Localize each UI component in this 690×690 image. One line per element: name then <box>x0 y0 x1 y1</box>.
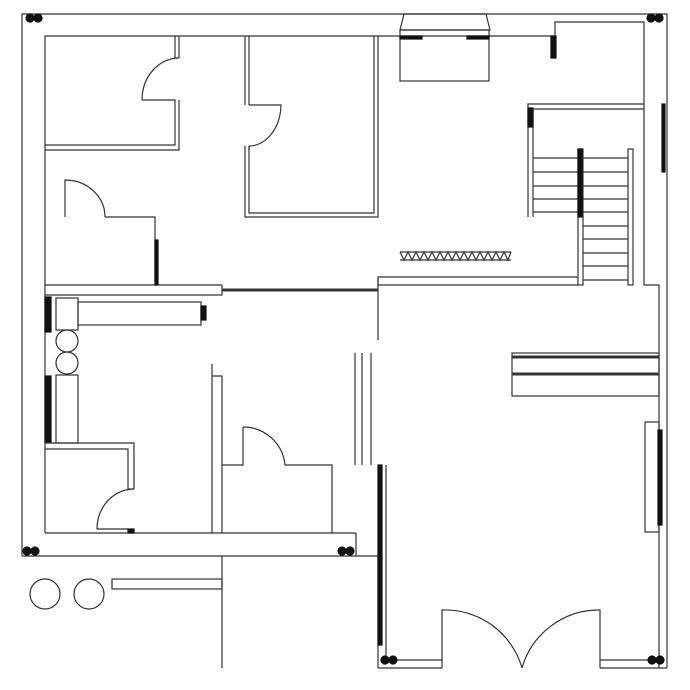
main-door-right-swing <box>521 609 601 669</box>
kitchen <box>44 296 207 444</box>
planter <box>29 578 61 610</box>
room-left-middle <box>45 179 379 340</box>
fireplace <box>399 13 557 82</box>
bedroom-top-left <box>45 36 180 151</box>
bathroom-left <box>45 442 135 534</box>
room-top-center <box>244 36 379 218</box>
exterior <box>29 556 223 668</box>
outer-walls <box>21 13 668 669</box>
door-swing <box>66 179 106 218</box>
railing-pattern <box>399 250 512 262</box>
door-swing <box>141 57 180 101</box>
main-door-left-swing <box>441 609 523 669</box>
door-swing <box>242 426 333 533</box>
columns <box>22 13 665 665</box>
door-swing <box>248 104 282 147</box>
bathroom-center <box>211 353 372 533</box>
planter <box>73 578 105 610</box>
entry-hall <box>377 352 663 669</box>
door-swing <box>96 488 135 530</box>
staircase <box>377 103 666 286</box>
